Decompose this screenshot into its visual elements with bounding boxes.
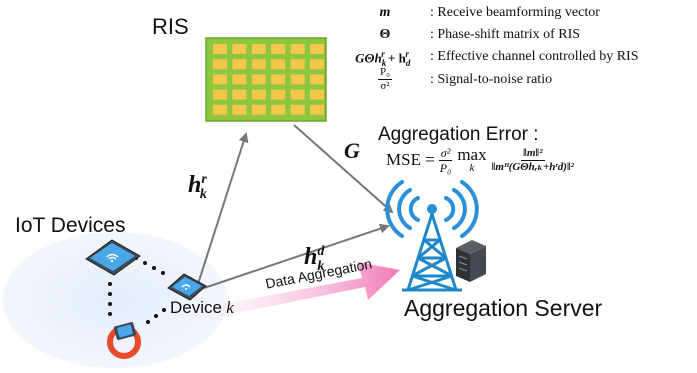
ris-element: [232, 89, 247, 100]
channel-label-h-r: hrk: [188, 172, 207, 202]
ris-element: [213, 59, 227, 70]
ris-element: [251, 104, 266, 115]
ris-element: [271, 59, 286, 70]
mse-label: MSE =: [386, 150, 435, 169]
channel-label-h-d: hdk: [304, 244, 325, 274]
ris-element: [232, 44, 247, 54]
mse-formula: MSE = σ² P₀ max k ‖m‖² ‖mᴴ(GΘhᵣₖ+hʳd)‖²: [386, 146, 574, 174]
ris-element: [213, 89, 227, 100]
ris-element: [271, 44, 286, 54]
arrow-ris-to-server: [293, 124, 394, 214]
ris-element: [290, 74, 305, 85]
tablet-icon: [85, 239, 141, 276]
ris-elements: [213, 44, 324, 115]
signal-waves-icon: [385, 180, 479, 238]
ris-element: [251, 44, 266, 54]
ris-element: [232, 59, 247, 70]
mse-rhs-fraction: ‖m‖² ‖mᴴ(GΘhᵣₖ+hʳd)‖²: [491, 146, 574, 173]
legend-desc-theta: : Phase-shift matrix of RIS: [430, 27, 581, 42]
arrow-device-to-server: [203, 223, 390, 289]
legend-desc-effective-channel: : Effective channel controlled by RIS: [430, 49, 639, 64]
data-aggregation-arrow: [150, 262, 400, 330]
ris-title: RIS: [152, 14, 189, 39]
ris-element: [251, 89, 266, 100]
ris-element: [290, 44, 305, 54]
smartwatch-icon: [107, 322, 141, 359]
ris-element: [232, 74, 247, 85]
ris-element: [213, 44, 227, 54]
device-dots: [108, 256, 166, 324]
mse-snr-fraction: σ² P₀: [438, 145, 453, 175]
ris-element: [310, 74, 324, 85]
aggregation-error-title: Aggregation Error :: [378, 124, 539, 145]
aggregation-server-title: Aggregation Server: [404, 295, 603, 321]
ris-element: [213, 74, 227, 85]
arrow-device-to-ris: [197, 132, 249, 285]
tower-icon: [402, 213, 462, 292]
ris-element: [271, 104, 286, 115]
ris-element: [290, 59, 305, 70]
ris-element: [271, 89, 286, 100]
ris-element: [290, 89, 305, 100]
mse-max-operator: max k: [457, 145, 487, 174]
iot-cloud-background: [3, 232, 227, 368]
legend-symbol-m: m: [379, 5, 391, 20]
ris-element: [310, 104, 324, 115]
ris-element: [310, 89, 324, 100]
ris-element: [213, 104, 227, 115]
ris-element: [251, 59, 266, 70]
server-icon: [456, 240, 486, 282]
legend-symbol-theta: Θ: [379, 27, 391, 42]
ris-element: [310, 44, 324, 54]
device-k-label: Device k: [170, 298, 234, 317]
ris-element: [271, 74, 286, 85]
smartphone-icon: [167, 273, 207, 301]
channel-label-g: G: [344, 138, 360, 163]
ris-element: [290, 104, 305, 115]
ris-element: [251, 74, 266, 85]
legend-desc-snr: : Signal-to-noise ratio: [430, 72, 553, 87]
ris-element: [310, 59, 324, 70]
legend-symbol-effective-channel: GΘhkr + hdr: [355, 49, 411, 68]
legend-desc-m: : Receive beamforming vector: [430, 5, 600, 20]
iot-devices-title: IoT Devices: [15, 214, 126, 237]
ris-element: [232, 104, 247, 115]
